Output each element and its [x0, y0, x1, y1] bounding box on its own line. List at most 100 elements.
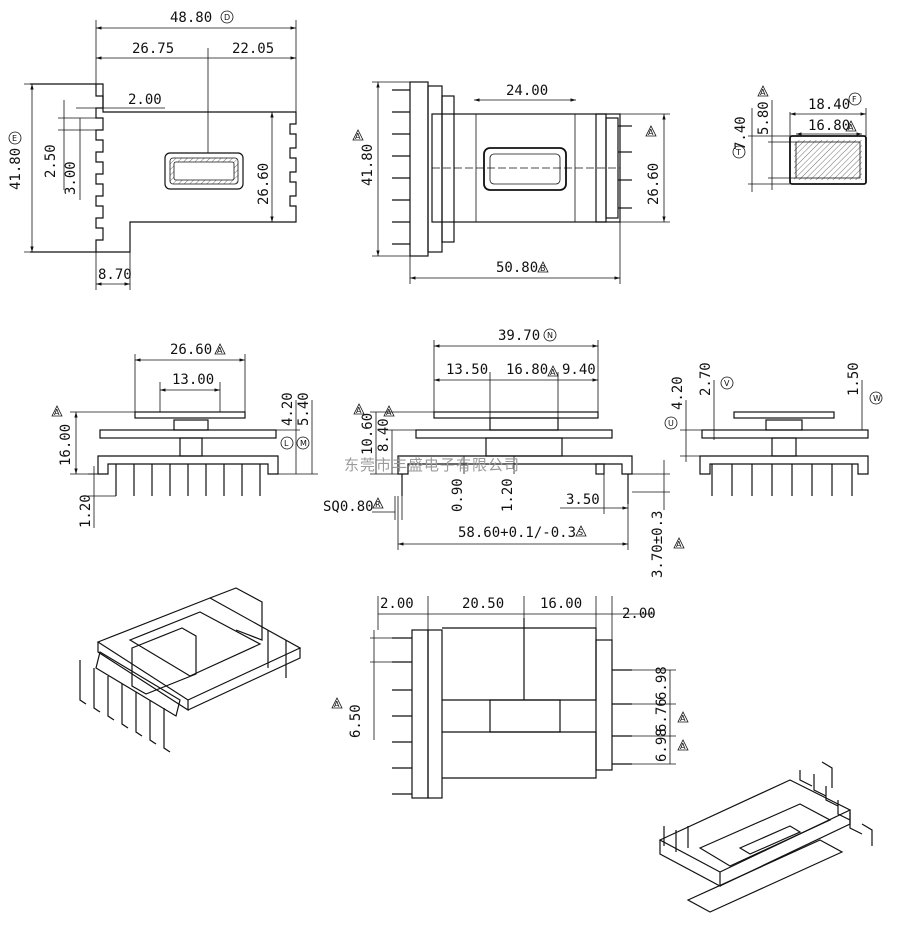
- mark-v-icon: [720, 376, 734, 390]
- dim-height-outer: 41.80: [8, 148, 24, 190]
- front-left-pins: [392, 89, 410, 245]
- dim-bottom-b: 20.50: [462, 596, 504, 612]
- dim-mid-c: 9.40: [562, 362, 596, 378]
- mark-front-side: A: [648, 128, 654, 137]
- warning-icon: [575, 525, 587, 537]
- mark-e: E: [12, 134, 17, 143]
- dim-sec-width-inner: 16.80: [808, 118, 850, 134]
- dim-sec-height-inner: 5.80: [756, 101, 772, 135]
- dim-sec-width-outer: 18.40: [808, 97, 850, 113]
- dim-mid-a: 13.50: [446, 362, 488, 378]
- dim-right-h3: 1.50: [846, 362, 862, 396]
- iso-left-pins: [79, 630, 287, 753]
- dim-win-width: 24.00: [506, 83, 548, 99]
- dim-right-h2: 2.70: [698, 362, 714, 396]
- dim-bottom-pitch: 6.50: [348, 704, 364, 738]
- dim-pin-sq: SQ0.80: [323, 499, 374, 515]
- mark-e-icon: [8, 131, 22, 145]
- mark-left-height: A: [54, 408, 60, 417]
- dim-seg-right: 22.05: [232, 41, 274, 57]
- mark-f-icon: [848, 92, 862, 106]
- dim-bottom-c: 16.00: [540, 596, 582, 612]
- mark-v: V: [724, 379, 730, 388]
- mark-left-flange: A: [217, 346, 223, 355]
- mark-l-icon: [280, 436, 294, 450]
- dim-bottom-d: 2.00: [622, 606, 656, 622]
- mark-mid-h2: A: [386, 408, 392, 417]
- mark-mid-b: A: [550, 368, 556, 377]
- mark-n-icon: [543, 328, 557, 342]
- mark-m-icon: [296, 436, 310, 450]
- bottom-right-pins: [612, 669, 632, 765]
- mark-sec-height-inner: A: [760, 88, 766, 97]
- dim-bottom-p3: 6.98: [654, 728, 670, 762]
- dim-mid-b: 16.80: [506, 362, 548, 378]
- mark-t: T: [735, 148, 741, 157]
- mark-t-icon: [732, 145, 746, 159]
- dim-left-pin-len: 1.20: [78, 494, 94, 528]
- dim-overall-width: 48.80: [170, 10, 212, 26]
- dim-pitch-a: 2.50: [43, 144, 59, 178]
- dim-mid-h2: 8.40: [376, 418, 392, 452]
- mark-front-width: B: [540, 264, 546, 273]
- bottom-left-pins: [392, 637, 412, 795]
- dim-mid-d1: 0.90: [450, 478, 466, 512]
- dim-mid-span: 58.60+0.1/-0.3: [458, 525, 576, 541]
- warning-icon: [845, 120, 857, 132]
- dim-left-core: 13.00: [172, 372, 214, 388]
- dim-mid-overall: 39.70: [498, 328, 540, 344]
- mark-bottom-pitch: A: [334, 700, 340, 709]
- front-view: 24.00 41.80 A 26.60 A 50.80 B: [352, 81, 670, 284]
- dim-height-inner: 26.60: [256, 163, 272, 205]
- dim-pin-row-width: 8.70: [98, 267, 132, 283]
- iso-right-pins: [663, 761, 873, 852]
- mark-bottom-2: A: [680, 742, 686, 751]
- mark-mid-span: S: [578, 528, 583, 537]
- warning-icon: [51, 405, 63, 417]
- warning-icon: [331, 697, 343, 709]
- warning-icon: [677, 739, 689, 751]
- dim-mid-pin-h: 3.70±0.3: [650, 511, 666, 578]
- mark-sec-inner: A: [848, 123, 854, 132]
- mark-u: U: [668, 419, 674, 428]
- mark-front-height: A: [355, 132, 361, 141]
- mark-w-icon: [869, 391, 883, 405]
- middle-side-view: 39.70 N 13.50 16.80 A 9.40 10.60 8.40 A …: [323, 328, 685, 578]
- dim-pitch-b: 3.00: [63, 161, 79, 195]
- dim-left-height: 16.00: [58, 424, 74, 466]
- warning-icon: [372, 497, 384, 509]
- dim-right-h1: 4.20: [670, 376, 686, 410]
- dim-left-h2: 5.40: [296, 392, 312, 426]
- dim-left-flange: 26.60: [170, 342, 212, 358]
- dim-mid-d2: 1.20: [500, 478, 516, 512]
- warning-icon: [352, 129, 364, 141]
- isometric-view-left: [79, 587, 302, 753]
- right-side-view: 4.20 U 2.70 V 1.50 W: [664, 362, 883, 496]
- mark-n: N: [547, 331, 553, 340]
- warning-icon: [353, 403, 365, 415]
- dim-bottom-p2: 6.76: [654, 698, 670, 732]
- dim-mid-h1: 10.60: [360, 413, 376, 455]
- warning-icon: [383, 405, 395, 417]
- mark-pin-sq: R: [375, 500, 381, 509]
- bottom-view: 2.00 20.50 16.00 2.00 6.50 A 6.98 6.76 6…: [331, 596, 689, 799]
- dim-front-side-height: 26.60: [646, 163, 662, 205]
- watermark: 东莞市丰盛电子有限公司: [344, 456, 520, 474]
- right-side-pins: [711, 464, 853, 496]
- mark-bottom-1: A: [680, 714, 686, 723]
- top-view: 48.80 D 26.75 22.05 2.00 41.80 E 2.50 3.…: [8, 10, 297, 290]
- dim-slot-width: 2.00: [128, 92, 162, 108]
- mark-d: D: [224, 13, 230, 22]
- mark-w: W: [873, 394, 881, 403]
- warning-icon: [645, 125, 657, 137]
- left-side-pins: [115, 464, 261, 496]
- warning-icon: [757, 85, 769, 97]
- mark-u-icon: [664, 416, 678, 430]
- warning-icon: [537, 261, 549, 273]
- warning-icon: [547, 365, 559, 377]
- warning-icon: [214, 343, 226, 355]
- dim-front-width: 50.80: [496, 260, 538, 276]
- mark-d-icon: [220, 10, 234, 24]
- mark-m: M: [300, 439, 307, 448]
